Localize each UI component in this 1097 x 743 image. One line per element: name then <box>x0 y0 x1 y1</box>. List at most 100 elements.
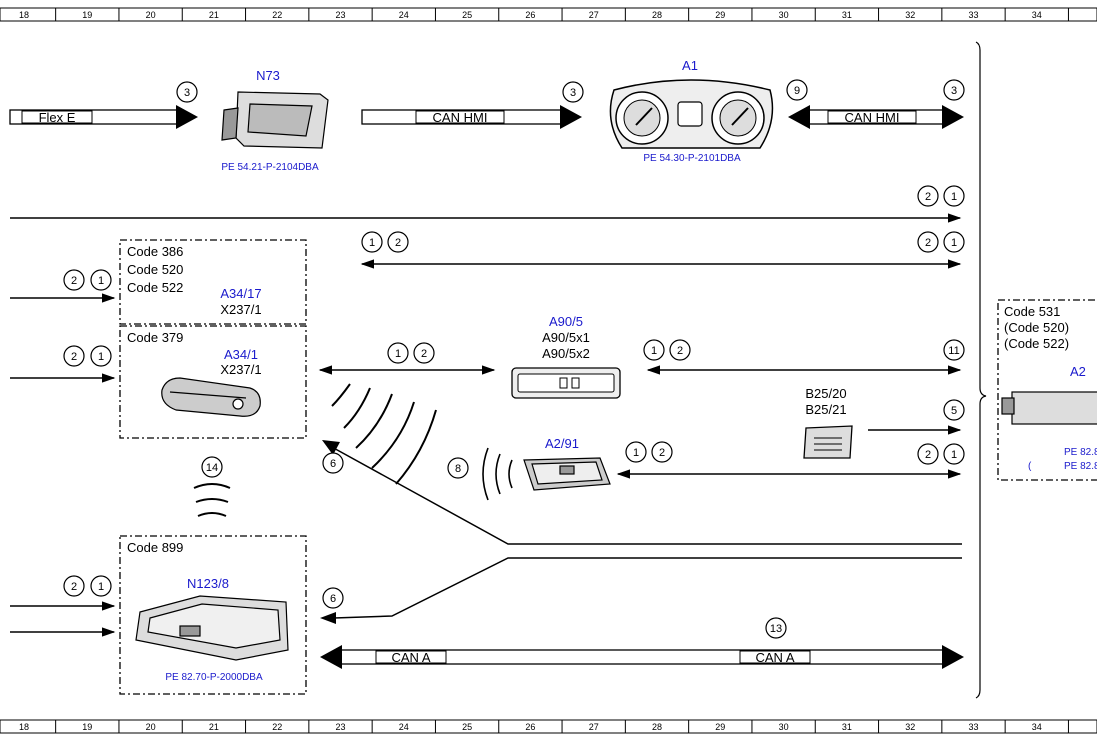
ruler-number: 25 <box>462 722 472 732</box>
n123-8-code: Code 899 <box>127 540 183 555</box>
a2-icon <box>1001 391 1097 425</box>
callout-number: 1 <box>369 237 375 249</box>
ruler-number: 20 <box>146 10 156 20</box>
callout-c1j: 1 <box>90 575 112 597</box>
ruler-number: 28 <box>652 10 662 20</box>
n123-8-icon <box>135 595 289 661</box>
callout-circle <box>322 452 344 474</box>
callout-number: 5 <box>951 405 957 417</box>
a2-code-3: (Code 522) <box>1004 336 1069 351</box>
arrowhead-to-n123 <box>320 612 336 624</box>
callout-c13: 13 <box>765 617 787 639</box>
ruler-number: 19 <box>82 722 92 732</box>
callout-circle <box>643 339 665 361</box>
callout-circle <box>917 231 939 253</box>
callout-number: 3 <box>951 85 957 97</box>
callout-c6b: 6 <box>322 587 344 609</box>
callout-number: 1 <box>951 449 957 461</box>
callout-circle <box>387 342 409 364</box>
callout-c5: 5 <box>943 399 965 421</box>
a2-code-2: (Code 520) <box>1004 320 1069 335</box>
callout-number: 1 <box>633 447 639 459</box>
callout-circle <box>63 269 85 291</box>
a2-id: A2 <box>1070 364 1086 379</box>
can-hmi-label-1: CAN HMI <box>433 110 488 125</box>
a2-ref-2: PE 82.8 <box>1064 461 1097 472</box>
b25-line1: B25/20 <box>805 386 846 401</box>
ruler-number: 23 <box>335 722 345 732</box>
a34-1-sub: X237/1 <box>220 362 261 377</box>
callout-c1e: 1 <box>90 345 112 367</box>
a34-17-id: A34/17 <box>220 286 261 301</box>
a2-ref-1: PE 82.8 <box>1064 447 1097 458</box>
ruler-number: 19 <box>82 10 92 20</box>
callout-number: 6 <box>330 593 336 605</box>
ruler-number: 32 <box>905 722 915 732</box>
callout-number: 1 <box>395 348 401 360</box>
n73-id: N73 <box>256 68 280 83</box>
ruler-number: 22 <box>272 722 282 732</box>
ruler-number: 33 <box>968 722 978 732</box>
callout-circle <box>63 575 85 597</box>
callout-circle <box>651 441 673 463</box>
n73-module: N73 PE 54.21-P-2104DBA <box>221 68 329 173</box>
callout-circle <box>765 617 787 639</box>
flex-e-bus: Flex E <box>9 105 198 129</box>
a2-ref-paren: ( <box>1028 461 1032 472</box>
callout-number: 3 <box>184 87 190 99</box>
ruler-number: 25 <box>462 10 472 20</box>
ruler-number: 34 <box>1032 10 1042 20</box>
callout-c1h: 1 <box>625 441 647 463</box>
callout-circle <box>90 345 112 367</box>
callout-number: 6 <box>330 458 336 470</box>
a1-icon <box>609 79 774 149</box>
key-icon <box>161 377 261 417</box>
n123-8-box: Code 899 N123/8 PE 82.70-P-2000DBA <box>119 535 307 695</box>
a2-91-module: A2/91 <box>482 436 611 501</box>
can-a-label-1: CAN A <box>391 650 430 665</box>
a90-5-id: A90/5 <box>549 314 583 329</box>
callout-number: 1 <box>951 237 957 249</box>
callout-c14: 14 <box>201 456 223 478</box>
callout-circle <box>63 345 85 367</box>
callout-c2h: 2 <box>651 441 673 463</box>
a34-1-code: Code 379 <box>127 330 183 345</box>
callout-number: 2 <box>925 449 931 461</box>
ruler-number: 30 <box>779 722 789 732</box>
a90-5-sub2: A90/5x2 <box>542 346 590 361</box>
ruler-number: 21 <box>209 10 219 20</box>
ruler-number: 33 <box>968 10 978 20</box>
ruler-number: 23 <box>335 10 345 20</box>
callout-c9: 9 <box>786 79 808 101</box>
callout-c2j: 2 <box>63 575 85 597</box>
ruler-number: 32 <box>905 10 915 20</box>
ruler-number: 22 <box>272 10 282 20</box>
can-hmi-bus-2: CAN HMI <box>788 105 964 129</box>
callout-c11: 11 <box>943 339 965 361</box>
callout-circle <box>90 269 112 291</box>
callout-c2d: 2 <box>63 269 85 291</box>
callout-c2b: 2 <box>387 231 409 253</box>
ruler-number: 31 <box>842 10 852 20</box>
ruler-number: 30 <box>779 10 789 20</box>
callout-circle <box>201 456 223 478</box>
callout-number: 9 <box>794 85 800 97</box>
wireless-waves-a2-91 <box>482 447 513 501</box>
wireless-waves-n123 <box>193 483 231 517</box>
callout-c6a: 6 <box>322 452 344 474</box>
ruler-number: 24 <box>399 722 409 732</box>
callout-circle <box>786 79 808 101</box>
callout-c2g: 2 <box>669 339 691 361</box>
callout-circle <box>176 81 198 103</box>
callout-circle <box>562 81 584 103</box>
callout-c1c: 1 <box>943 231 965 253</box>
callout-number: 2 <box>925 191 931 203</box>
callout-circle <box>669 339 691 361</box>
callout-circle <box>387 231 409 253</box>
can-a-bus: CAN A CAN A <box>320 645 964 669</box>
a34-17-code-3: Code 522 <box>127 280 183 295</box>
ruler-number: 24 <box>399 10 409 20</box>
can-a-label-2: CAN A <box>755 650 794 665</box>
ruler-number: 26 <box>525 722 535 732</box>
